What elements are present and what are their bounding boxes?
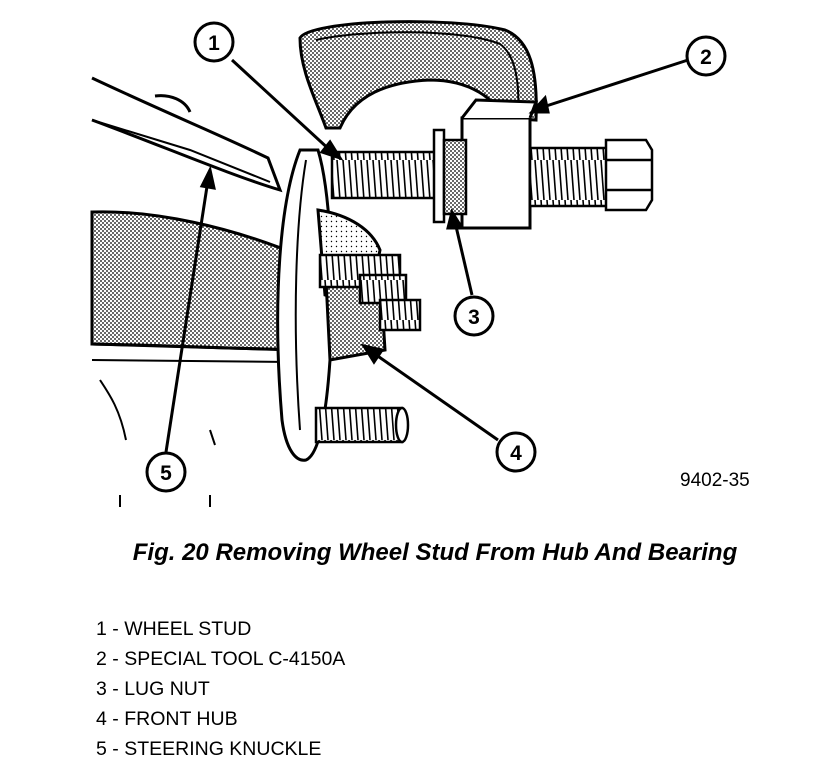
legend-item: 3 - LUG NUT <box>96 674 345 704</box>
legend-item: 2 - SPECIAL TOOL C-4150A <box>96 644 345 674</box>
hub-studs <box>314 253 422 444</box>
svg-text:4: 4 <box>510 442 522 465</box>
wheel-stud-removal-illustration: 1 2 3 4 5 <box>90 20 727 507</box>
callout-2: 2 <box>685 35 727 77</box>
svg-text:3: 3 <box>468 306 480 329</box>
figure-id: 9402-35 <box>680 470 750 491</box>
callout-leaders <box>164 58 689 453</box>
forcing-screw <box>528 138 654 212</box>
legend-num: 3 <box>96 678 107 700</box>
legend-label: FRONT HUB <box>124 708 238 730</box>
legend-item: 5 - STEERING KNUCKLE <box>96 734 345 764</box>
figure-caption: Fig. 20 Removing Wheel Stud From Hub And… <box>132 539 738 566</box>
legend-sep: - <box>106 708 125 730</box>
legend-num: 2 <box>96 648 107 670</box>
legend-label: STEERING KNUCKLE <box>124 738 322 760</box>
legend-item: 4 - FRONT HUB <box>96 704 345 734</box>
legend-sep: - <box>106 648 125 670</box>
legend-list: 1 - WHEEL STUD 2 - SPECIAL TOOL C-4150A … <box>96 614 345 764</box>
svg-text:5: 5 <box>160 462 172 485</box>
callout-5: 5 <box>145 451 187 493</box>
legend-num: 1 <box>96 618 107 640</box>
callout-3: 3 <box>453 295 495 337</box>
legend-sep: - <box>106 738 125 760</box>
steering-knuckle <box>91 76 283 193</box>
legend-item: 1 - WHEEL STUD <box>96 614 345 644</box>
callout-4: 4 <box>495 431 537 473</box>
svg-text:2: 2 <box>700 46 712 69</box>
legend-label: SPECIAL TOOL C-4150A <box>124 648 346 670</box>
legend-sep: - <box>106 618 125 640</box>
callout-1: 1 <box>193 21 235 63</box>
legend-sep: - <box>106 678 125 700</box>
lug-nut <box>432 128 468 224</box>
legend-num: 5 <box>96 738 107 760</box>
legend-label: WHEEL STUD <box>124 618 252 640</box>
svg-text:1: 1 <box>208 32 220 55</box>
special-tool-c4150a <box>298 20 539 230</box>
legend-label: LUG NUT <box>124 678 210 700</box>
wheel-stud <box>330 150 444 200</box>
legend-num: 4 <box>96 708 107 730</box>
